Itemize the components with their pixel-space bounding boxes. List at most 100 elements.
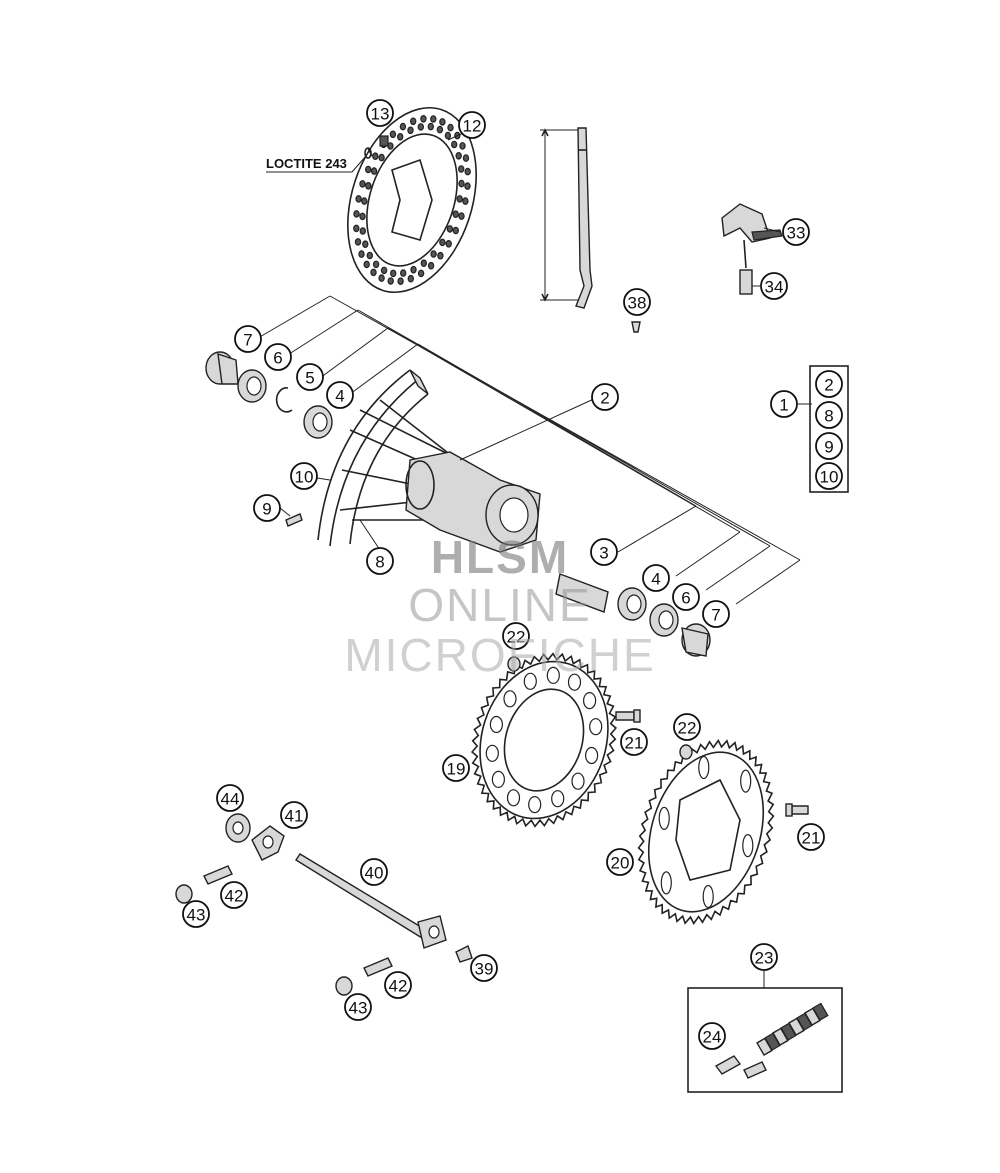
wheel-hub xyxy=(405,451,541,553)
callout-21-b: 21 xyxy=(797,823,825,851)
callout-2-label: 2 xyxy=(600,389,609,408)
assembly-lines-right xyxy=(617,505,801,605)
callout-8: 8 xyxy=(366,547,394,575)
axle-cap xyxy=(455,945,473,963)
callout-43-b-label: 43 xyxy=(349,999,368,1018)
sprocket-nut-a xyxy=(507,656,521,672)
callout-9-label: 9 xyxy=(262,500,271,519)
callout-20: 20 xyxy=(606,848,634,876)
callout-leaders xyxy=(279,129,812,551)
callout-43-a-label: 43 xyxy=(187,906,206,925)
callout-43-b: 43 xyxy=(344,993,372,1021)
callout-13-label: 13 xyxy=(371,105,390,124)
loctite-note: LOCTITE 243 xyxy=(266,156,347,171)
callout-8-label: 8 xyxy=(375,553,384,572)
kit-item-9: 9 xyxy=(815,432,843,460)
right-bearing xyxy=(617,587,647,621)
sprocket-nut-b xyxy=(679,744,693,760)
callout-21-a-label: 21 xyxy=(625,734,644,753)
callout-19-label: 19 xyxy=(447,760,466,779)
right-spacer-tube xyxy=(555,573,609,613)
callout-13: 13 xyxy=(366,99,394,127)
callout-41: 41 xyxy=(280,801,308,829)
callout-22-b-label: 22 xyxy=(678,719,697,738)
left-bearing xyxy=(303,405,333,439)
kit-item-2: 2 xyxy=(815,370,843,398)
callout-3: 3 xyxy=(590,538,618,566)
kit-item-9-label: 9 xyxy=(824,438,833,457)
callout-4-right-label: 4 xyxy=(651,570,660,589)
spoke-nipple xyxy=(631,321,641,333)
callout-22-b: 22 xyxy=(673,713,701,741)
callout-38-label: 38 xyxy=(628,294,647,313)
callout-7-right-label: 7 xyxy=(711,606,720,625)
adjuster-screw-b xyxy=(363,957,393,977)
callout-23: 23 xyxy=(750,943,778,971)
callout-39-label: 39 xyxy=(475,960,494,979)
callout-4-left-label: 4 xyxy=(335,387,344,406)
callout-40: 40 xyxy=(360,858,388,886)
callout-22-a-label: 22 xyxy=(507,628,526,647)
axle-nut xyxy=(225,813,251,843)
chain-slider xyxy=(721,203,783,295)
callout-6-left: 6 xyxy=(264,343,292,371)
callout-10-label: 10 xyxy=(295,468,314,487)
callout-38: 38 xyxy=(623,288,651,316)
callout-22-a: 22 xyxy=(502,622,530,650)
callout-34: 34 xyxy=(760,272,788,300)
callout-40-label: 40 xyxy=(365,864,384,883)
callout-44-label: 44 xyxy=(221,790,240,809)
circlip xyxy=(275,387,293,413)
callout-20-label: 20 xyxy=(611,854,630,873)
callout-21-b-label: 21 xyxy=(802,829,821,848)
callout-1: 1 xyxy=(770,390,798,418)
callout-42-a: 42 xyxy=(220,881,248,909)
callout-5-label: 5 xyxy=(305,369,314,388)
callout-2: 2 xyxy=(591,383,619,411)
callout-43-a: 43 xyxy=(182,900,210,928)
callout-24: 24 xyxy=(698,1022,726,1050)
callout-7-left: 7 xyxy=(234,325,262,353)
disc-bolt xyxy=(364,135,389,159)
kit-item-2-label: 2 xyxy=(824,376,833,395)
right-seal xyxy=(649,603,679,637)
wheel-axle xyxy=(295,853,447,949)
callout-10: 10 xyxy=(290,462,318,490)
callout-42-b-label: 42 xyxy=(389,977,408,996)
callout-4-left: 4 xyxy=(326,381,354,409)
callout-3-label: 3 xyxy=(599,544,608,563)
assembly-lines-left xyxy=(257,295,801,561)
right-spacer xyxy=(681,623,711,657)
callout-19: 19 xyxy=(442,754,470,782)
kit-item-8: 8 xyxy=(815,401,843,429)
sprocket-bolt xyxy=(615,709,641,723)
callout-39: 39 xyxy=(470,954,498,982)
callout-24-label: 24 xyxy=(703,1028,722,1047)
spoke-nipple-small xyxy=(285,513,303,527)
adjuster-nut-b xyxy=(335,976,353,996)
callout-6-right: 6 xyxy=(672,583,700,611)
callout-6-right-label: 6 xyxy=(681,589,690,608)
kit-item-10: 10 xyxy=(815,462,843,490)
callout-7-left-label: 7 xyxy=(243,331,252,350)
sprocket-bolt-b xyxy=(785,803,809,817)
callout-42-b: 42 xyxy=(384,971,412,999)
callout-7-right: 7 xyxy=(702,600,730,628)
callout-42-a-label: 42 xyxy=(225,887,244,906)
kit-item-8-label: 8 xyxy=(824,407,833,426)
callout-44: 44 xyxy=(216,784,244,812)
chain-kit-box xyxy=(687,970,843,1093)
rear-sprocket-alt xyxy=(637,738,775,926)
kit-item-10-label: 10 xyxy=(820,468,839,487)
callout-6-left-label: 6 xyxy=(273,349,282,368)
callout-33: 33 xyxy=(782,218,810,246)
rear-sprocket xyxy=(470,652,618,828)
callout-34-label: 34 xyxy=(765,278,784,297)
left-spacer xyxy=(205,351,239,385)
rim xyxy=(317,369,429,547)
adjuster-screw-a xyxy=(203,865,233,885)
chain-adjuster xyxy=(251,825,285,861)
callout-1-label: 1 xyxy=(779,396,788,415)
callout-41-label: 41 xyxy=(285,807,304,826)
